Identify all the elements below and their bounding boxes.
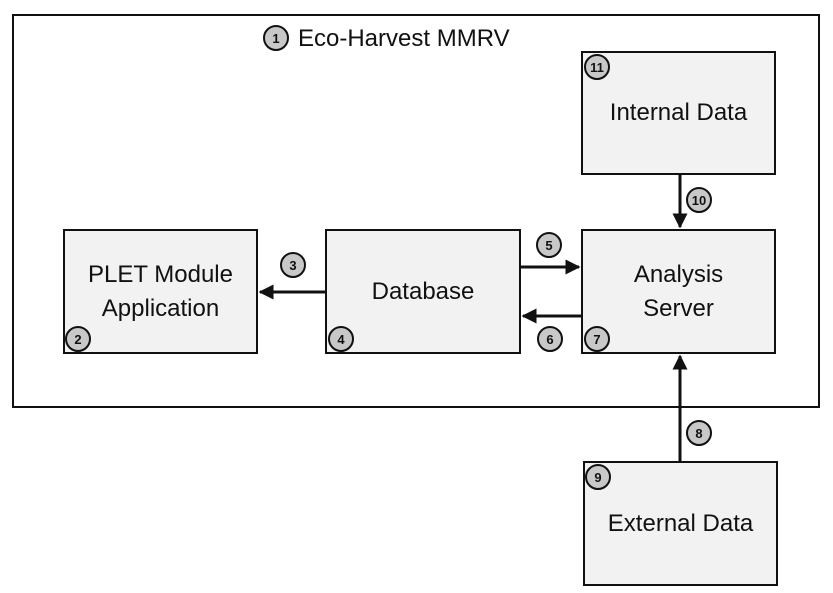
- badge-9: 9: [585, 464, 611, 490]
- badge-8: 8: [686, 420, 712, 446]
- analysis-server-box: Analysis Server: [581, 229, 776, 354]
- external-data-box: External Data: [583, 461, 778, 586]
- badge-7: 7: [584, 326, 610, 352]
- badge-2: 2: [65, 326, 91, 352]
- badge-4: 4: [328, 326, 354, 352]
- badge-3: 3: [280, 252, 306, 278]
- badge-1: 1: [263, 25, 289, 51]
- badge-5: 5: [536, 232, 562, 258]
- external-data-label: External Data: [607, 509, 754, 537]
- plet-module-label: PLET Module Application: [88, 260, 233, 322]
- internal-data-box: Internal Data: [581, 51, 776, 175]
- analysis-server-label: Analysis Server: [633, 260, 724, 322]
- plet-module-box: PLET Module Application: [63, 229, 258, 354]
- badge-11: 11: [584, 54, 610, 80]
- database-box: Database: [325, 229, 521, 354]
- badge-10: 10: [686, 187, 712, 213]
- diagram-title: Eco-Harvest MMRV: [298, 25, 510, 52]
- badge-6: 6: [537, 326, 563, 352]
- internal-data-label: Internal Data: [609, 99, 748, 126]
- database-label: Database: [371, 277, 475, 305]
- system-boundary: [12, 14, 820, 408]
